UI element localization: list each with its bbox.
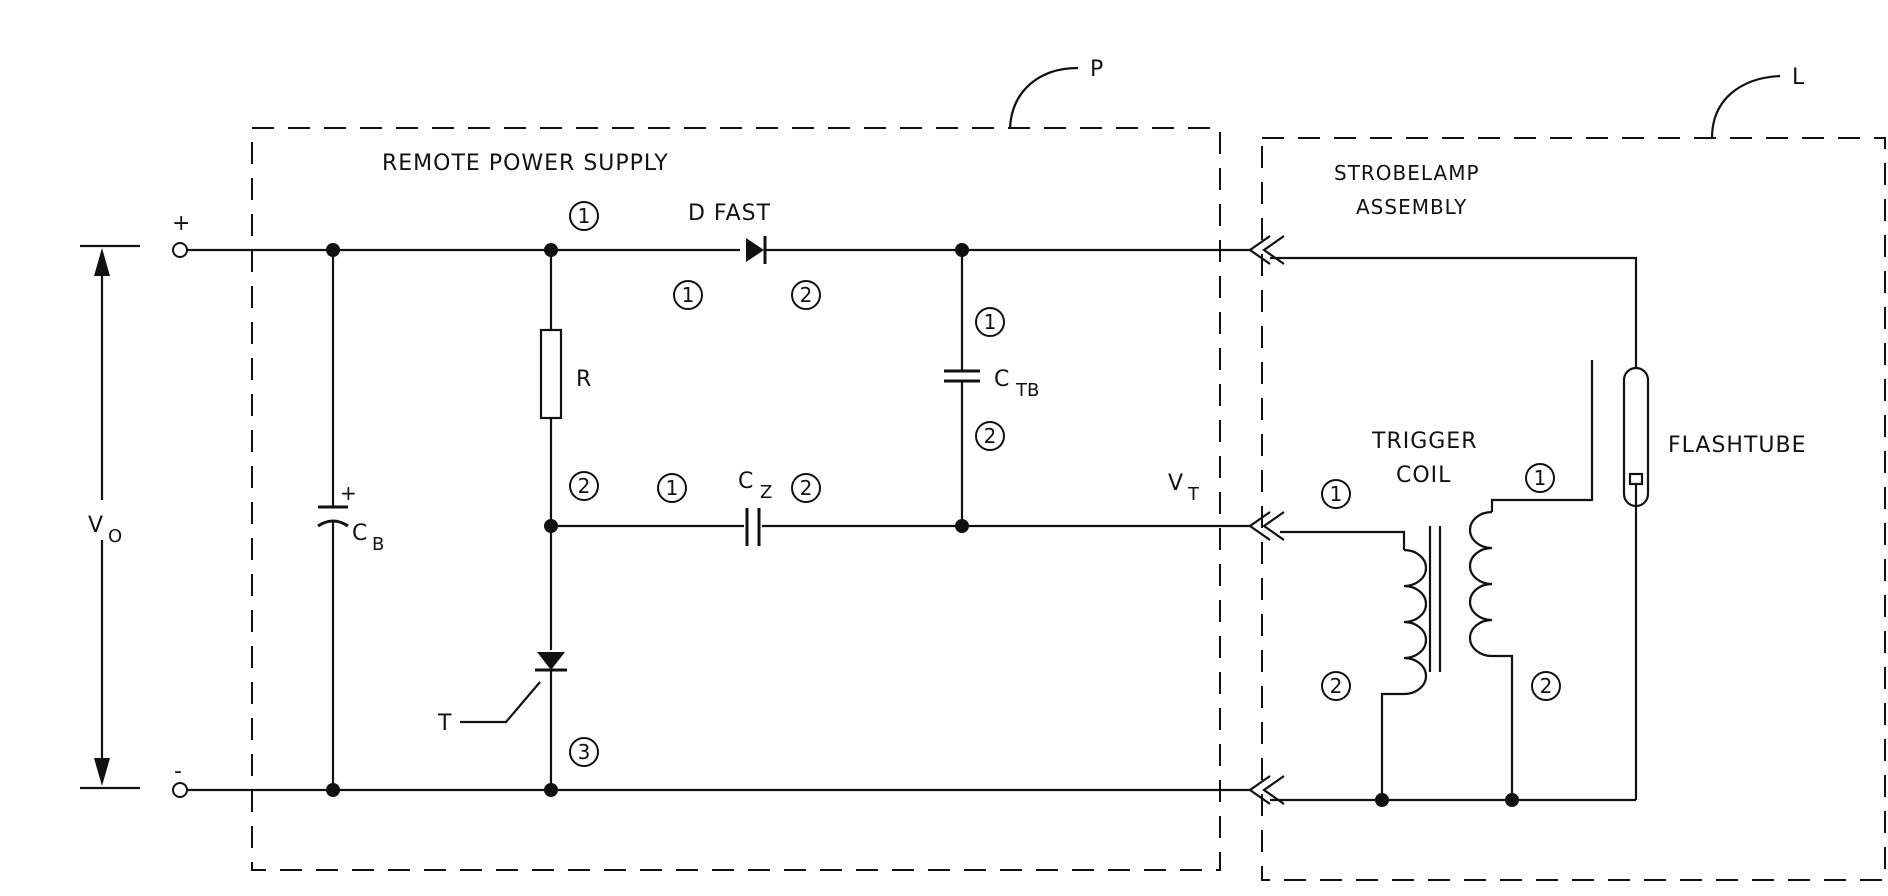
vt-label: V — [1168, 471, 1184, 496]
strobelamp-title-line2: ASSEMBLY — [1356, 195, 1467, 219]
primary-lead-top — [1280, 532, 1404, 550]
svg-text:1: 1 — [682, 283, 695, 307]
pin-thyristor-3: 3 — [570, 738, 598, 766]
svg-text:2: 2 — [1540, 674, 1553, 698]
lamp-top-wire — [1270, 258, 1636, 368]
ctb-label-sub: TB — [1015, 380, 1039, 401]
thyristor-symbol — [537, 652, 565, 670]
minus-terminal — [173, 783, 187, 797]
connector-trigger — [1250, 512, 1284, 540]
svg-text:1: 1 — [666, 476, 679, 500]
flashtube-label: FLASHTUBE — [1668, 433, 1807, 458]
resistor-r — [541, 330, 561, 418]
svg-text:1: 1 — [1534, 466, 1547, 490]
svg-text:3: 3 — [578, 740, 591, 764]
ctb-label: C — [994, 367, 1010, 392]
svg-text:2: 2 — [984, 424, 997, 448]
vt-label-sub: T — [1187, 484, 1200, 505]
minus-terminal-label: - — [174, 759, 183, 784]
connector-top — [1250, 236, 1284, 264]
diode-symbol — [746, 238, 764, 262]
flashtube-electrode — [1630, 474, 1642, 484]
secondary-lead-bottom — [1492, 656, 1512, 800]
plus-terminal — [173, 243, 187, 257]
svg-text:1: 1 — [1330, 482, 1343, 506]
remote-power-supply-boundary — [252, 128, 1220, 870]
svg-text:2: 2 — [578, 474, 591, 498]
strobelamp-assembly-boundary — [1262, 138, 1885, 880]
plus-terminal-label: + — [172, 211, 191, 236]
junction-cb-top — [326, 243, 340, 257]
primary-winding — [1404, 550, 1426, 694]
cb-label-sub: B — [372, 534, 384, 555]
vo-arrow-up — [94, 248, 110, 276]
pin-r-top: 1 — [570, 202, 598, 230]
block-p-leader — [1010, 68, 1078, 128]
remote-power-supply-title: REMOTE POWER SUPPLY — [382, 151, 669, 176]
svg-text:2: 2 — [800, 476, 813, 500]
junction-coil-right-bottom — [1505, 793, 1519, 807]
pin-diode-1: 1 — [674, 281, 702, 309]
junction-ctb-bottom — [955, 519, 969, 533]
pin-ctb-2: 2 — [976, 422, 1004, 450]
pin-coil-primary-2: 2 — [1322, 672, 1350, 700]
pin-cz-2: 2 — [792, 474, 820, 502]
pin-diode-2: 2 — [792, 281, 820, 309]
diode-label: D FAST — [688, 201, 771, 226]
svg-text:2: 2 — [1330, 674, 1343, 698]
strobelamp-title-line1: STROBELAMP — [1334, 161, 1480, 185]
vo-arrow-down — [94, 758, 110, 786]
vo-label-sub: O — [108, 526, 122, 547]
junction-cb-bottom — [326, 783, 340, 797]
block-p-label: P — [1090, 57, 1104, 82]
junction-r-top — [544, 243, 558, 257]
junction-t-bottom — [544, 783, 558, 797]
cb-polarity: + — [340, 481, 358, 505]
resistor-label: R — [576, 367, 592, 392]
trigger-coil-label-2: COIL — [1396, 463, 1451, 488]
pin-coil-primary-1: 1 — [1322, 480, 1350, 508]
secondary-winding — [1470, 512, 1492, 656]
block-l-leader — [1712, 76, 1780, 138]
primary-lead-bottom — [1382, 694, 1404, 800]
thyristor-label: T — [437, 711, 452, 736]
cb-label: C — [352, 521, 368, 546]
junction-coil-left-bottom — [1375, 793, 1389, 807]
junction-r-bottom — [544, 519, 558, 533]
pin-ctb-1: 1 — [976, 308, 1004, 336]
block-l-label: L — [1792, 65, 1805, 90]
svg-text:1: 1 — [578, 204, 591, 228]
svg-text:1: 1 — [984, 310, 997, 334]
pin-r-bottom: 2 — [570, 472, 598, 500]
pin-coil-secondary-2: 2 — [1532, 672, 1560, 700]
svg-text:2: 2 — [800, 283, 813, 307]
cz-label-sub: Z — [760, 482, 772, 503]
pin-coil-secondary-1: 1 — [1526, 464, 1554, 492]
pin-cz-1: 1 — [658, 474, 686, 502]
cz-label: C — [738, 469, 754, 494]
thyristor-leader — [460, 682, 540, 722]
trigger-coil-label-1: TRIGGER — [1371, 429, 1478, 454]
vo-label: V — [88, 513, 104, 538]
